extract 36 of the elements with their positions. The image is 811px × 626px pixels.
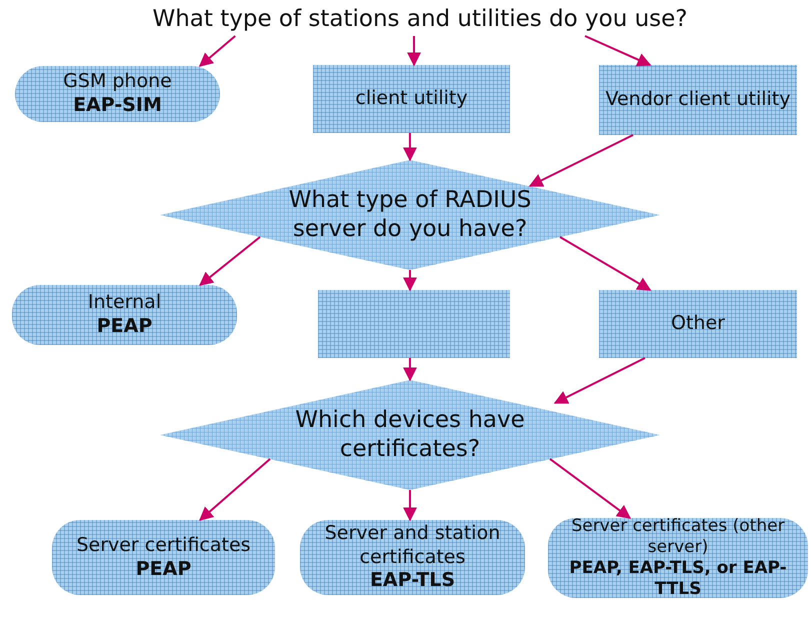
arrow xyxy=(403,270,417,292)
arrow xyxy=(198,35,236,67)
protocol-text: PEAP xyxy=(96,315,152,339)
protocol-text: EAP-TLS xyxy=(370,569,456,594)
arrow xyxy=(560,236,652,291)
arrow xyxy=(199,458,271,521)
process-box: Vendor client utility xyxy=(599,65,797,135)
arrow xyxy=(199,236,261,286)
protocol-text: PEAP, EAP-TLS, or EAP-TTLS xyxy=(568,558,788,600)
arrow xyxy=(554,357,646,404)
box-text: Which devices have certificates? xyxy=(294,406,526,464)
box-text: What type of RADIUS server do you have? xyxy=(288,186,532,244)
box-text: GSM phone xyxy=(63,70,172,94)
rounded-box xyxy=(52,520,275,595)
arrow xyxy=(407,36,422,66)
arrow xyxy=(549,458,632,519)
arrow xyxy=(403,490,418,522)
box-text: Server certificates xyxy=(76,534,251,558)
question-text: What type of stations and utilities do you use? xyxy=(120,2,720,36)
protocol-text: EAP-SIM xyxy=(73,94,162,118)
rounded-box xyxy=(300,520,525,595)
rounded-box xyxy=(548,518,808,598)
box-text: Server certificates (other server) xyxy=(570,516,786,558)
protocol-text: PEAP xyxy=(136,558,192,582)
arrow xyxy=(402,358,417,382)
arrow xyxy=(528,134,634,187)
arrow xyxy=(584,35,652,66)
decision-diamond xyxy=(160,160,660,270)
empty-box xyxy=(318,290,510,358)
rounded-box xyxy=(12,285,237,345)
box-text: Server and station certificates xyxy=(324,522,502,570)
decision-diamond xyxy=(160,380,660,490)
process-box: client utility xyxy=(313,65,510,133)
box-text: Internal xyxy=(88,291,162,315)
process-box: Other xyxy=(599,290,797,358)
arrow xyxy=(402,133,417,162)
